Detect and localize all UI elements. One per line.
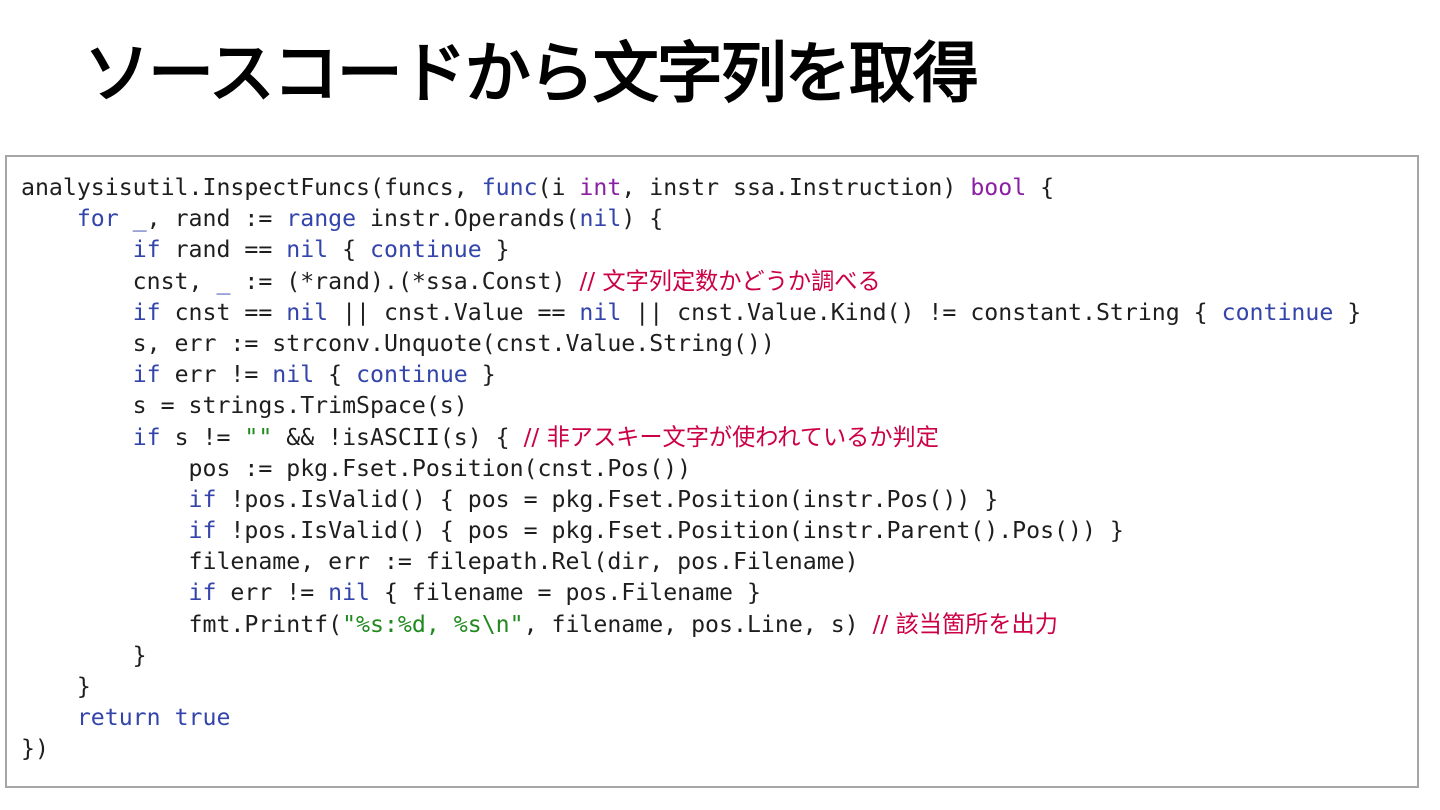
code-text: , instr ssa.Instruction) [621,174,971,201]
code-text: filename, err := filepath.Rel(dir, pos.F… [21,548,859,576]
code-line: if rand == nil { continue } [21,234,1361,265]
code-text: } [1333,298,1362,326]
code-text [119,205,133,232]
code-text [161,704,175,731]
code-line: analysisutil.InspectFuncs(funcs, func(i … [21,172,1361,203]
code-line: filename, err := filepath.Rel(dir, pos.F… [21,546,1361,577]
keyword: continue [356,361,468,389]
code-text: := (*rand).(*ssa.Const) [230,267,580,295]
code-text [21,236,133,263]
code-text: && !isASCII(s) { [272,423,524,451]
code-text: || cnst.Value.Kind() != constant.String … [621,298,1222,326]
code-text [21,517,189,544]
code-line: if err != nil { filename = pos.Filename … [21,577,1361,608]
code-text: fmt.Printf( [21,610,343,638]
code-text: err != [160,361,273,389]
code-text: analysisutil.InspectFuncs(funcs, [21,174,482,201]
keyword: true [174,704,231,732]
code-comment: // 非アスキー文字が使われているか判定 [523,423,939,451]
keyword: if [188,517,217,545]
code-text [21,299,133,326]
code-text: }) [21,735,49,763]
code-text: s != [160,423,245,451]
keyword: _ [216,267,231,295]
code-text [21,579,189,606]
keyword: if [132,236,161,264]
code-text: } [481,236,510,264]
keyword: func [481,174,538,201]
code-text: s, err := strconv.Unquote(cnst.Value.Str… [21,329,775,357]
code-line: if cnst == nil || cnst.Value == nil || c… [21,297,1362,328]
code-line: }) [21,733,1361,764]
code-text: cnst == [160,298,287,326]
code-text [21,424,133,451]
code-text: !pos.IsValid() { pos = pkg.Fset.Position… [216,517,1124,545]
code-listing: analysisutil.InspectFuncs(funcs, func(i … [21,172,1361,765]
slide-title: ソースコードから文字列を取得 [84,35,979,112]
keyword: range [286,205,357,233]
code-text: { [1026,174,1055,201]
code-line: s, err := strconv.Unquote(cnst.Value.Str… [21,328,1361,359]
type-name: bool [970,174,1027,201]
keyword: if [188,579,217,607]
code-line: if !pos.IsValid() { pos = pkg.Fset.Posit… [21,515,1361,546]
code-text: } [21,641,147,669]
code-line: if s != "" && !isASCII(s) { // 非アスキー文字が使… [21,422,1361,453]
code-line: return true [21,702,1361,733]
keyword: continue [370,236,482,264]
keyword: for [76,205,119,233]
code-text: , filename, pos.Line, s) [523,610,873,638]
code-text [21,361,133,388]
code-block: analysisutil.InspectFuncs(funcs, func(i … [5,155,1419,788]
code-line: if err != nil { continue } [21,359,1361,390]
code-text: ) { [621,205,664,233]
keyword: continue [1221,298,1334,326]
code-comment: // 文字列定数かどうか調べる [579,267,881,295]
code-text [21,205,77,232]
code-comment: // 該当箇所を出力 [872,610,1058,638]
code-line: fmt.Printf("%s:%d, %s\n", filename, pos.… [21,609,1361,640]
code-text: } [467,361,496,389]
code-text: { [328,236,371,264]
code-text: { [314,361,357,389]
keyword: nil [328,579,371,607]
string-literal: "" [244,423,273,451]
keyword: if [132,298,161,326]
code-text: (i [537,174,580,201]
code-line: if !pos.IsValid() { pos = pkg.Fset.Posit… [21,484,1361,515]
code-text: s = strings.TrimSpace(s) [21,392,468,420]
keyword: if [132,423,161,451]
keyword: return [76,704,161,732]
keyword: if [132,361,161,389]
code-line: } [21,671,1361,702]
code-text: cnst, [21,267,217,295]
code-text [21,704,77,731]
keyword: nil [286,298,329,326]
code-text: } [21,673,91,700]
type-name: int [579,174,622,201]
keyword: nil [272,361,315,389]
keyword: nil [579,298,622,326]
code-text: pos := pkg.Fset.Position(cnst.Pos()) [21,454,692,482]
code-text [21,486,189,513]
code-line: for _, rand := range instr.Operands(nil)… [21,203,1361,234]
code-line: s = strings.TrimSpace(s) [21,390,1361,421]
keyword: if [188,485,217,513]
code-text: { filename = pos.Filename } [370,579,761,607]
code-text: !pos.IsValid() { pos = pkg.Fset.Position… [216,485,999,513]
string-literal: "%s:%d, %s\n" [342,610,524,638]
keyword: nil [579,205,622,233]
code-text: rand == [160,236,287,264]
code-text: || cnst.Value == [328,298,580,326]
code-text: instr.Operands( [356,205,580,233]
code-line: cnst, _ := (*rand).(*ssa.Const) // 文字列定数… [21,266,1361,297]
keyword: nil [286,236,329,264]
code-line: pos := pkg.Fset.Position(cnst.Pos()) [21,453,1361,484]
code-text: err != [216,579,329,607]
keyword: _ [132,205,147,233]
code-text: , rand := [146,205,287,233]
code-line: } [21,640,1361,671]
